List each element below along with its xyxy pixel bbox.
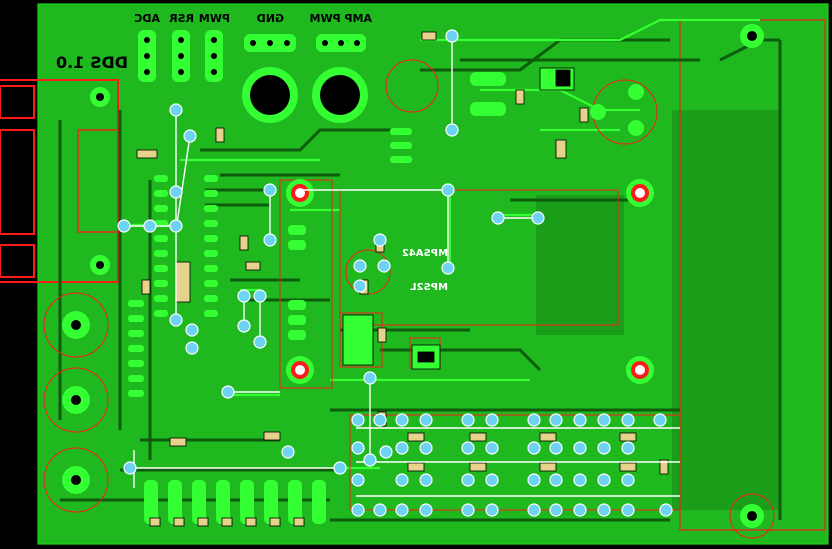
proto-area	[536, 19, 826, 531]
header-label-rsr: RSR	[169, 12, 194, 25]
header-label-gnd: GND	[257, 12, 284, 25]
smd-components	[136, 31, 669, 527]
jumper-wires	[124, 36, 680, 497]
silkscreen: DDS 1.0 ADC RSR PWM GND AMP PWM MPSA42 M…	[56, 12, 448, 293]
board-title: DDS 1.0	[56, 53, 128, 72]
header-label-adc: ADC	[134, 12, 160, 25]
via-grid	[351, 413, 673, 517]
bottom-pin-row	[144, 480, 326, 524]
component-label-mpsa42: MPSA42	[402, 248, 448, 259]
component-label-mps2l: MPS2L	[410, 282, 448, 293]
header-label-pwm: PWM	[199, 12, 230, 25]
header-label-amp-pwm: AMP PWM	[310, 12, 373, 25]
vias	[117, 29, 545, 475]
ic-pads	[128, 72, 506, 397]
mounting-holes	[62, 24, 764, 528]
header-pins	[138, 30, 366, 82]
